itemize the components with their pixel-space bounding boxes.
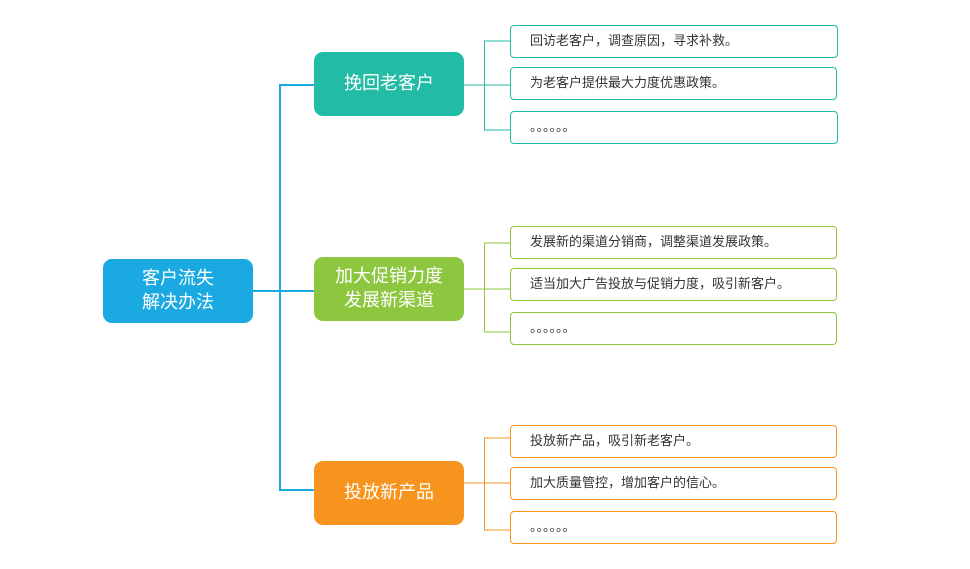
leaf-bracket-0 bbox=[464, 40, 510, 131]
leaf-item: 投放新产品，吸引新老客户。 bbox=[510, 425, 837, 458]
leaf-item: 。。。。。。 bbox=[510, 511, 837, 544]
branch-node-new-products: 投放新产品 bbox=[314, 461, 464, 525]
leaf-bracket-1 bbox=[464, 242, 510, 333]
leaf-item: 为老客户提供最大力度优惠政策。 bbox=[510, 67, 837, 100]
leaf-bracket-2 bbox=[464, 437, 510, 531]
root-node: 客户流失 解决办法 bbox=[103, 259, 253, 323]
leaf-item: 适当加大广告投放与促销力度，吸引新客户。 bbox=[510, 268, 837, 301]
leaf-item: 加大质量管控，增加客户的信心。 bbox=[510, 467, 837, 500]
leaf-item: 。。。。。。 bbox=[510, 111, 838, 144]
branch-node-promotion-channels: 加大促销力度 发展新渠道 bbox=[314, 257, 464, 321]
leaf-item: 。。。。。。 bbox=[510, 312, 837, 345]
leaf-item: 发展新的渠道分销商，调整渠道发展政策。 bbox=[510, 226, 837, 259]
leaf-item: 回访老客户，调查原因，寻求补救。 bbox=[510, 25, 838, 58]
branch-node-retain-customers: 挽回老客户 bbox=[314, 52, 464, 116]
